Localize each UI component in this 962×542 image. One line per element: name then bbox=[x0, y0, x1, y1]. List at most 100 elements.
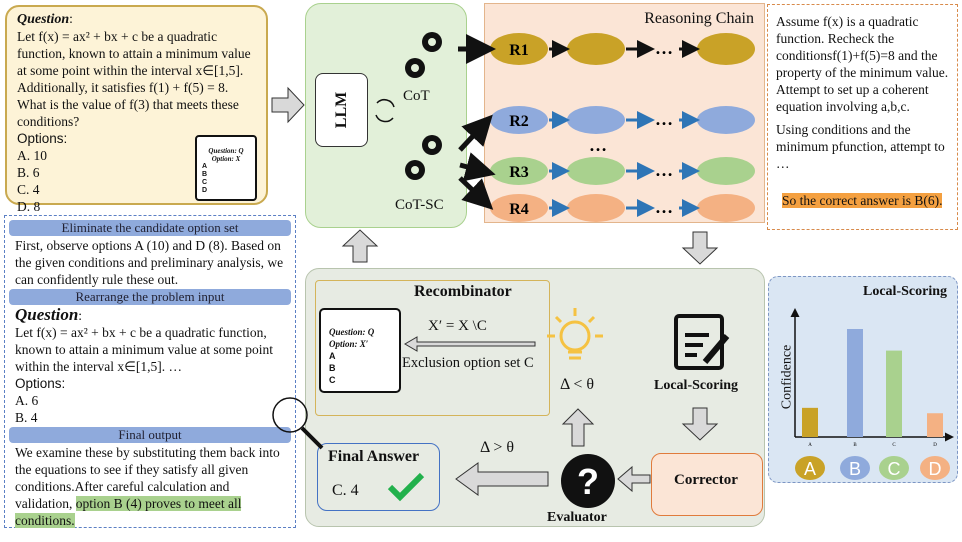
reasoning-row-label: R1 bbox=[509, 42, 529, 59]
corrector-label: Corrector bbox=[674, 472, 738, 488]
chain-title: Reasoning Chain bbox=[644, 10, 754, 27]
reasoning-node bbox=[697, 106, 755, 134]
question-line: What is the value of f(3) that meets the… bbox=[17, 97, 239, 112]
clipboard-letter: D bbox=[202, 187, 208, 194]
local-scoring-chart-box: Local-Scoring Confidence bbox=[768, 276, 958, 483]
reasoning-node bbox=[490, 157, 548, 185]
chain-ellipsis: … bbox=[655, 160, 673, 180]
magnifier-icon bbox=[272, 397, 324, 450]
reasoning-node bbox=[697, 194, 755, 222]
option-badge-label: C bbox=[888, 459, 901, 479]
arrow-evaluator-up bbox=[561, 408, 595, 447]
reasoning-answer: So the correct answer is B(6). bbox=[782, 193, 943, 208]
clipboard-letter: C bbox=[202, 179, 208, 186]
arrow-scoring-to-corrector bbox=[681, 407, 719, 441]
eliminate-header: Eliminate the candidate option set bbox=[9, 220, 291, 236]
local-scoring-label: Local-Scoring bbox=[654, 378, 738, 393]
recombinator-formula: X′ = X \C bbox=[428, 318, 487, 334]
clipboard-question: Question: Q bbox=[208, 147, 244, 155]
question-title: Question bbox=[15, 305, 79, 324]
arrow-corrector-to-evaluator bbox=[617, 465, 651, 493]
question-line: function, known to attain a minimum valu… bbox=[17, 46, 251, 61]
question-line: conditions? bbox=[17, 114, 80, 129]
question-circle-icon bbox=[561, 454, 615, 508]
option-badge-D bbox=[920, 456, 950, 480]
clipboard-pencil-icon bbox=[674, 314, 730, 370]
cot-label: CoT bbox=[403, 88, 430, 104]
clipboard-option: Option: X bbox=[211, 155, 241, 163]
option: A. 6 bbox=[15, 393, 39, 408]
clipboard-icon: Question: Q Option: X′ A B C bbox=[319, 308, 401, 393]
delta-lt-theta: Δ < θ bbox=[560, 376, 595, 393]
option: B. 6 bbox=[17, 165, 40, 180]
clipboard-icon: Question: Q Option: X A B C D bbox=[195, 135, 257, 201]
final-answer-title: Final Answer bbox=[328, 448, 420, 465]
cycle-icon bbox=[375, 99, 395, 123]
evaluator-label: Evaluator bbox=[547, 510, 607, 525]
reasoning-paragraph: Assume f(x) is a quadratic function. Rec… bbox=[776, 14, 949, 114]
reasoning-node bbox=[490, 33, 548, 65]
question-title: Question bbox=[17, 12, 70, 27]
bar-A bbox=[802, 407, 818, 437]
options-label: Options: bbox=[15, 376, 66, 391]
option-badge-label: A bbox=[804, 459, 816, 479]
chain-ellipsis: … bbox=[589, 135, 607, 155]
clipboard-letter: A bbox=[202, 163, 208, 170]
reasoning-chain-rows: R1 … R2 … R3 … R4 … … bbox=[490, 33, 755, 222]
final-text: We examine these by substituting them ba… bbox=[15, 445, 280, 511]
clipboard-xprime: X′ bbox=[359, 339, 369, 349]
final-answer-value: C. 4 bbox=[332, 482, 359, 499]
checkmark-icon bbox=[387, 472, 425, 502]
recombinator-title: Recombinator bbox=[414, 283, 512, 300]
final-answer-box: Final Answer C. 4 bbox=[317, 443, 440, 511]
chain-ellipsis: … bbox=[655, 38, 673, 58]
option: D. 8 bbox=[17, 199, 41, 214]
reasoning-node bbox=[567, 33, 625, 65]
delta-gt-theta: Δ > θ bbox=[480, 439, 515, 456]
chain-ellipsis: … bbox=[655, 197, 673, 217]
eliminate-text: First, observe options A (10) and D (8).… bbox=[15, 238, 284, 287]
option-badge-label: B bbox=[849, 459, 861, 479]
clipboard-letter: C bbox=[329, 375, 336, 385]
question-line: Let f(x) = ax² + bx + c be a quadratic bbox=[17, 29, 218, 44]
cot-sc-label: CoT-SC bbox=[395, 197, 444, 213]
chain-ellipsis: … bbox=[655, 109, 673, 129]
reasoning-node bbox=[567, 157, 625, 185]
corrector-box: Corrector bbox=[651, 453, 763, 516]
reasoning-row-label: R4 bbox=[509, 201, 529, 218]
option-badge-label: D bbox=[929, 459, 942, 479]
arrow-recomb-to-llm bbox=[341, 229, 379, 263]
reasoning-node bbox=[567, 194, 625, 222]
final-header: Final output bbox=[9, 427, 291, 443]
question-line: Additionally, it satisfies f(1) + f(5) =… bbox=[17, 80, 229, 95]
question-line: at some point within the interval x∈[1,5… bbox=[17, 63, 244, 78]
option: C. 4 bbox=[17, 182, 40, 197]
x-tick-label: C bbox=[892, 443, 896, 448]
x-tick-label: A bbox=[808, 443, 812, 448]
option-badge-C bbox=[879, 456, 909, 480]
llm-node: LLM bbox=[315, 73, 368, 147]
lightbulb-icon bbox=[547, 308, 603, 360]
clipboard-letter: B bbox=[202, 171, 208, 178]
bar-D bbox=[927, 413, 943, 437]
process-box: Eliminate the candidate option set First… bbox=[4, 215, 296, 528]
x-tick-label: D bbox=[933, 443, 937, 448]
arrow-bulb-to-recomb bbox=[404, 336, 536, 352]
bar-C bbox=[886, 350, 902, 437]
option: A. 10 bbox=[17, 148, 47, 163]
option-badge-A bbox=[795, 456, 825, 480]
gear-icon bbox=[405, 32, 442, 180]
clipboard-letter: A bbox=[329, 351, 336, 361]
question-text: Let f(x) = ax² + bx + c be a quadratic f… bbox=[15, 325, 273, 374]
clipboard-option: Option: bbox=[329, 339, 358, 349]
reasoning-row-label: R3 bbox=[509, 164, 529, 181]
options-label: Options: bbox=[17, 131, 68, 146]
reasoning-text-box: Assume f(x) is a quadratic function. Rec… bbox=[767, 4, 958, 230]
local-scoring-chart: A A B B C C D D bbox=[790, 308, 954, 480]
clipboard-letter: B bbox=[329, 363, 336, 373]
reasoning-node bbox=[567, 106, 625, 134]
reasoning-node bbox=[490, 106, 548, 134]
reasoning-row-label: R2 bbox=[509, 113, 529, 130]
x-tick-label: B bbox=[853, 443, 857, 448]
